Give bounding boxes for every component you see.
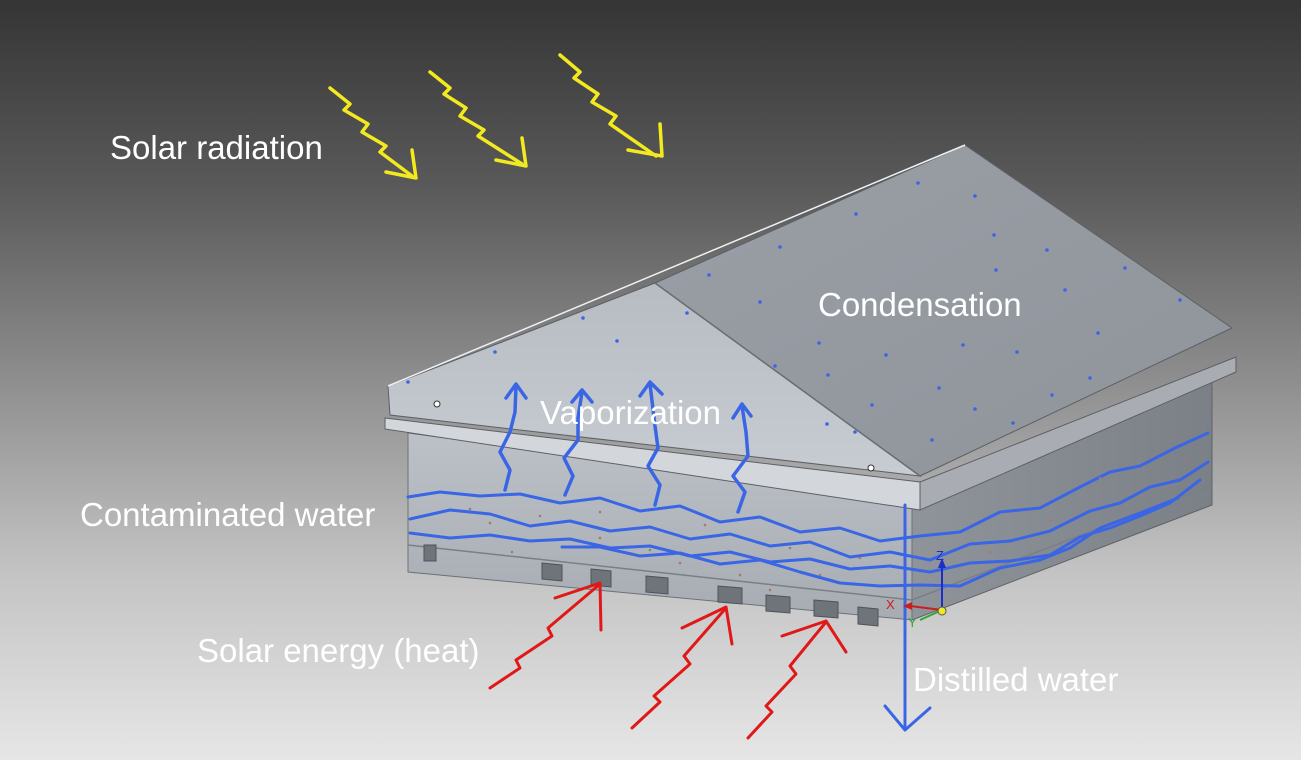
vent <box>813 599 839 619</box>
particle <box>510 550 514 554</box>
solar-still-body <box>384 144 1237 627</box>
droplet <box>994 268 998 272</box>
water-line <box>406 431 1210 543</box>
droplet <box>916 181 920 185</box>
solar-radiation-arrows <box>328 53 664 180</box>
particle <box>598 510 602 514</box>
vaporization-arrows <box>498 380 753 514</box>
particle <box>818 573 822 577</box>
droplet <box>1015 350 1019 354</box>
droplet <box>854 212 858 216</box>
particle <box>1098 476 1102 480</box>
droplet <box>1045 248 1049 252</box>
axis-label-x: X <box>886 597 895 612</box>
lid-screw <box>433 400 441 408</box>
label-vaporization: Vaporization <box>540 394 722 431</box>
droplet <box>1123 266 1127 270</box>
vent <box>765 594 791 614</box>
particle <box>1183 460 1187 464</box>
droplet <box>817 341 821 345</box>
droplet <box>937 386 941 390</box>
contaminant-particles <box>468 460 1187 592</box>
roof-ridge <box>654 282 921 477</box>
droplet <box>406 380 410 384</box>
radiation-arrow <box>428 70 528 168</box>
contaminated-water-lines <box>406 431 1210 588</box>
vent <box>645 575 669 595</box>
label-distilled-water: Distilled water <box>913 661 1119 698</box>
droplet <box>707 273 711 277</box>
droplet <box>973 407 977 411</box>
droplet <box>615 339 619 343</box>
vent <box>717 585 743 605</box>
particle <box>738 573 742 577</box>
heat-arrow <box>746 619 848 740</box>
vapor-arrow <box>638 380 664 507</box>
particle <box>598 536 602 540</box>
label-solar-radiation: Solar radiation <box>110 129 323 166</box>
droplet <box>825 422 829 426</box>
water-line <box>408 460 1210 562</box>
particle <box>1138 496 1142 500</box>
particle <box>858 556 862 560</box>
coordinate-axes: Z X Y <box>886 548 947 630</box>
vapor-arrow <box>731 402 753 514</box>
droplet <box>1050 393 1054 397</box>
particle <box>468 507 472 511</box>
droplet <box>581 316 585 320</box>
droplet <box>778 245 782 249</box>
droplet <box>961 343 965 347</box>
droplet <box>773 364 777 368</box>
droplet <box>1178 298 1182 302</box>
vent <box>590 568 612 588</box>
label-solar-energy: Solar energy (heat) <box>197 632 480 669</box>
droplet <box>853 430 857 434</box>
base-vents <box>423 544 879 627</box>
radiation-arrow <box>558 53 664 158</box>
droplet <box>1063 288 1067 292</box>
droplet <box>973 194 977 198</box>
axis-label-y: Y <box>908 615 917 630</box>
droplet <box>1088 376 1092 380</box>
droplet <box>826 373 830 377</box>
droplet <box>992 233 996 237</box>
heat-arrows <box>488 581 848 740</box>
vapor-arrow <box>562 388 594 497</box>
droplet <box>685 311 689 315</box>
lid-screw <box>867 464 875 472</box>
vent <box>857 606 879 627</box>
lid-rim-right <box>919 356 1237 511</box>
droplet <box>884 353 888 357</box>
heat-arrow <box>488 581 603 690</box>
droplet <box>930 438 934 442</box>
droplet <box>1011 421 1015 425</box>
label-contaminated-water: Contaminated water <box>80 496 376 533</box>
droplet <box>758 300 762 304</box>
particle <box>648 548 652 552</box>
roof-edge <box>387 144 966 387</box>
droplet <box>870 403 874 407</box>
particle <box>538 514 542 518</box>
heat-arrow <box>630 605 734 730</box>
radiation-arrow <box>328 86 418 180</box>
vent <box>541 562 563 582</box>
axis-label-z: Z <box>936 548 944 563</box>
vapor-arrow <box>498 382 528 492</box>
particle <box>768 588 772 592</box>
water-line <box>560 496 1180 588</box>
particle <box>788 546 792 550</box>
label-condensation: Condensation <box>818 286 1022 323</box>
particle <box>703 523 707 527</box>
distilled-water-arrow <box>883 503 932 732</box>
particle <box>1048 518 1052 522</box>
particle <box>678 561 682 565</box>
vent <box>423 544 437 562</box>
droplet <box>1096 331 1100 335</box>
condensation-droplets <box>406 181 1182 442</box>
particle <box>988 550 992 554</box>
particle <box>488 521 492 525</box>
droplet <box>493 350 497 354</box>
